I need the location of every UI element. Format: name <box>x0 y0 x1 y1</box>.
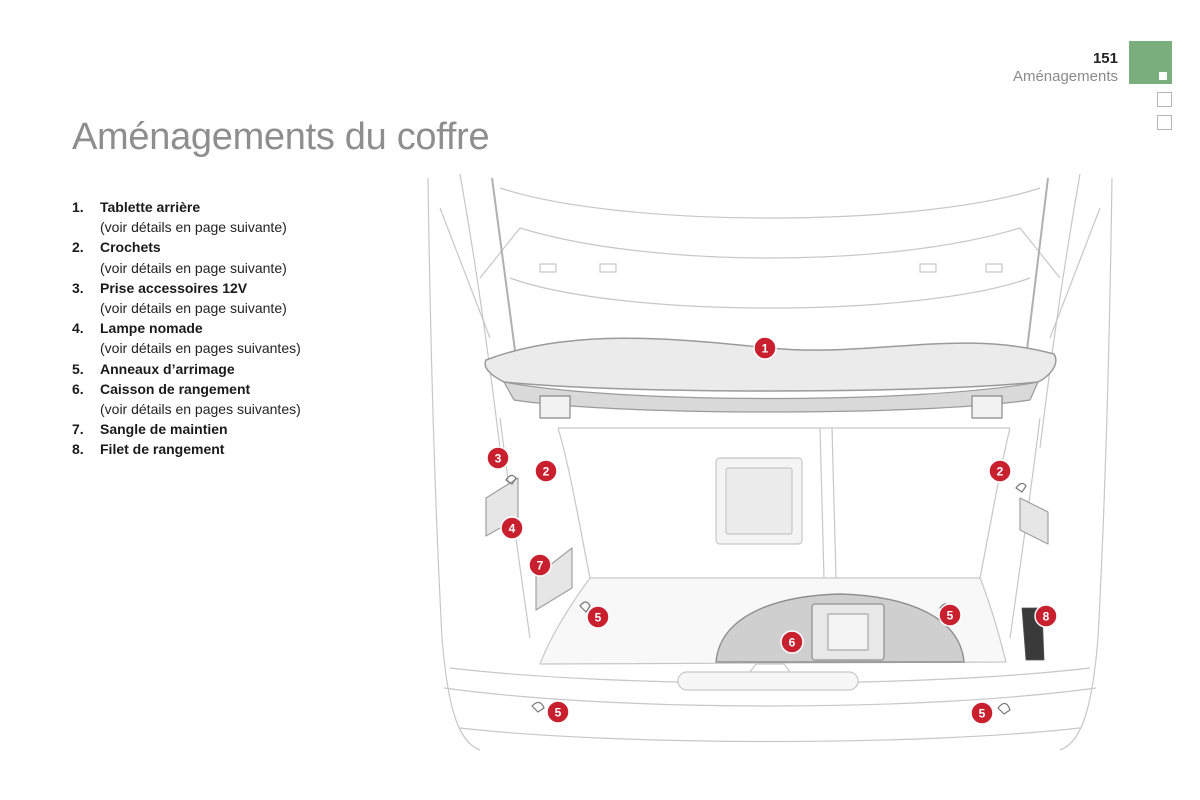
legend-item: 6. Caisson de rangement (voir détails en … <box>72 379 402 419</box>
svg-text:2: 2 <box>543 465 550 479</box>
legend-note: (voir détails en page suivante) <box>100 300 287 317</box>
callout-2-right: 2 <box>988 459 1012 483</box>
callout-2-left: 2 <box>534 459 558 483</box>
page-header: 151 Aménagements <box>1013 50 1118 86</box>
legend-note: (voir détails en page suivante) <box>100 219 287 236</box>
legend-number: 8. <box>72 441 84 458</box>
legend-item: 2. Crochets (voir détails en page suivant… <box>72 237 402 277</box>
svg-text:4: 4 <box>509 522 516 536</box>
callout-5-floor-left: 5 <box>586 605 610 629</box>
svg-text:6: 6 <box>789 636 796 650</box>
legend-label: Crochets <box>100 239 161 256</box>
legend-number: 2. <box>72 239 84 256</box>
callout-8: 8 <box>1034 604 1058 628</box>
legend-label: Filet de rangement <box>100 441 225 458</box>
chapter-tab-empty <box>1157 92 1172 107</box>
chapter-tab-mark <box>1159 72 1167 80</box>
callout-3: 3 <box>486 446 510 470</box>
legend-item: 1. Tablette arrière (voir détails en page… <box>72 197 402 237</box>
legend-note: (voir détails en pages suivantes) <box>100 340 301 357</box>
callout-5-sill-left: 5 <box>546 700 570 724</box>
callout-7: 7 <box>528 553 552 577</box>
legend-label: Prise accessoires 12V <box>100 279 248 296</box>
callout-1: 1 <box>753 336 777 360</box>
svg-text:5: 5 <box>947 609 954 623</box>
svg-text:2: 2 <box>997 465 1004 479</box>
page-title: Aménagements du coffre <box>72 116 490 158</box>
legend-label: Sangle de maintien <box>100 421 228 438</box>
legend-item: 4. Lampe nomade (voir détails en pages su… <box>72 318 402 358</box>
legend-number: 6. <box>72 380 84 397</box>
callout-6: 6 <box>780 630 804 654</box>
legend-number: 1. <box>72 199 84 215</box>
svg-text:5: 5 <box>979 707 986 721</box>
legend-note: (voir détails en page suivante) <box>100 259 287 276</box>
legend-number: 5. <box>72 360 84 377</box>
legend-label: Lampe nomade <box>100 320 203 337</box>
legend-number: 7. <box>72 421 84 438</box>
callout-5-floor-right: 5 <box>938 603 962 627</box>
trunk-illustration <box>427 173 1113 751</box>
legend-item: 3. Prise accessoires 12V (voir détails en… <box>72 278 402 318</box>
chapter-tab <box>1129 41 1172 84</box>
callout-5-sill-right: 5 <box>970 701 994 725</box>
legend-item: 7. Sangle de maintien <box>72 419 402 439</box>
page-number: 151 <box>1092 50 1118 67</box>
legend-label: Anneaux d’arrimage <box>100 360 235 377</box>
svg-text:5: 5 <box>555 706 562 720</box>
legend-item: 8. Filet de rangement <box>72 439 402 459</box>
svg-text:5: 5 <box>595 611 602 625</box>
legend-label: Tablette arrière <box>100 199 201 215</box>
legend-list: 1. Tablette arrière (voir détails en page… <box>72 197 402 460</box>
callout-4: 4 <box>500 516 524 540</box>
legend-note: (voir détails en pages suivantes) <box>100 401 301 418</box>
section-name: Aménagements <box>1012 68 1118 85</box>
svg-text:7: 7 <box>537 559 544 573</box>
svg-text:3: 3 <box>495 452 502 466</box>
trunk-diagram: 1 2 2 3 4 5 5 5 5 6 7 8 <box>420 168 1120 758</box>
legend-number: 3. <box>72 279 84 296</box>
legend-label: Caisson de rangement <box>100 380 251 397</box>
legend-number: 4. <box>72 320 84 337</box>
svg-text:1: 1 <box>762 342 769 356</box>
chapter-tab-empty <box>1157 115 1172 130</box>
legend-item: 5. Anneaux d’arrimage <box>72 359 402 379</box>
svg-text:8: 8 <box>1043 610 1050 624</box>
